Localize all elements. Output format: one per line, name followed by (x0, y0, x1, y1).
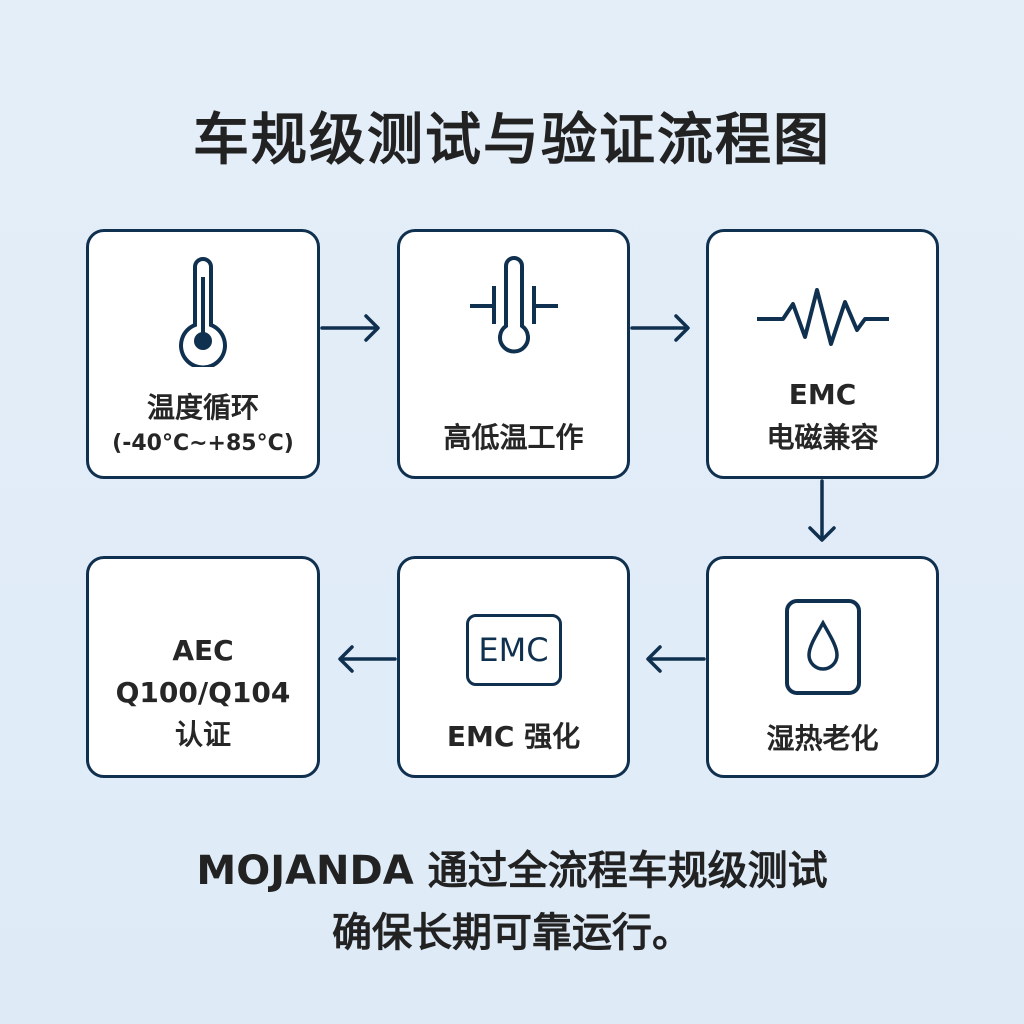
step-label: 湿热老化 (766, 722, 879, 755)
footer-line-1: MOJANDA 通过全流程车规级测试 (196, 848, 828, 894)
arrow-right-icon (630, 314, 690, 342)
footer-text: MOJANDA 通过全流程车规级测试 确保长期可靠运行。 (0, 840, 1024, 964)
thermometer-icon (179, 257, 227, 367)
arrow-right-icon (320, 314, 380, 342)
step-sublabel: Q100/Q104 (115, 676, 291, 709)
thermometer-plates-icon (469, 256, 558, 354)
step-emc-enhanced: EMC EMC 强化 (397, 556, 630, 778)
step-label: AEC (172, 634, 234, 667)
step-aec-certification: AEC Q100/Q104 认证 (86, 556, 320, 778)
step-sublabel: 电磁兼容 (766, 421, 879, 454)
arrow-left-icon (338, 645, 397, 673)
step-emc: EMC 电磁兼容 (706, 229, 939, 479)
step-high-low-temp: 高低温工作 (397, 229, 630, 479)
step-label: EMC 强化 (446, 720, 581, 753)
page-title: 车规级测试与验证流程图 (193, 108, 831, 173)
step-label: 高低温工作 (443, 421, 584, 454)
step-label: EMC (788, 378, 857, 411)
step-sublabel: (-40°C~+85°C) (112, 431, 294, 456)
step-label: 温度循环 (146, 391, 259, 424)
waveform-icon (756, 288, 889, 346)
step-temperature-cycle: 温度循环 (-40°C~+85°C) (86, 229, 320, 479)
step-sublabel: 认证 (174, 718, 231, 751)
arrow-down-icon (808, 479, 836, 542)
emc-badge-icon: EMC (465, 614, 562, 686)
step-damp-heat-aging: 湿热老化 (706, 556, 939, 778)
arrow-left-icon (646, 645, 706, 673)
footer-line-2: 确保长期可靠运行。 (332, 910, 692, 956)
water-drop-icon (784, 599, 861, 695)
